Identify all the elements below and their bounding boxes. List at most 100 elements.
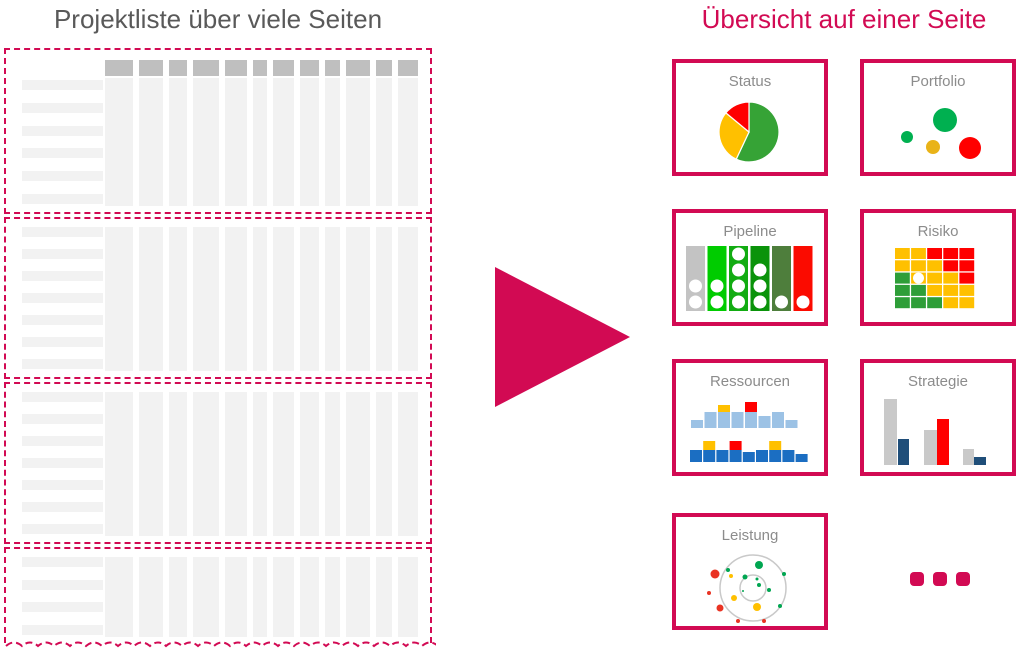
table-column-stripe [105,78,133,206]
tile-strategie-label: Strategie [907,373,969,390]
table-column-stripe [376,392,392,536]
table-column-stripe [300,227,319,371]
table-row-label [22,436,103,446]
table-column-stripe [253,557,267,637]
table-row-label [22,102,103,113]
table-column-stripe [253,78,267,206]
table-column-stripe [325,557,340,637]
resources-bar-chart [690,402,808,462]
table-header-cell [139,60,163,76]
table-page [4,547,436,648]
risk-matrix-chart [895,248,975,309]
table-columns [105,557,418,637]
table-row-label [22,480,103,490]
table-row-label [22,227,103,237]
table-row-label [22,624,103,635]
table-column-stripe [325,78,340,206]
table-row-label [22,524,103,534]
table-page [4,217,432,379]
table-column-stripe [376,557,392,637]
table-column-stripe [169,227,187,371]
tile-risiko-label: Risiko [917,223,959,240]
table-column-stripe [398,392,418,536]
status-pie-chart [718,101,780,163]
table-columns [105,392,418,536]
tile-ressourcen-label: Ressourcen [709,373,791,390]
table-column-stripe [139,227,163,371]
table-header-cell [225,60,247,76]
table-row-labels [22,80,103,204]
table-row-label [22,359,103,369]
table-column-stripe [105,392,133,536]
table-row-label [22,171,103,182]
tile-portfolio-label: Portfolio [910,73,966,90]
table-row-label [22,579,103,590]
table-column-stripe [273,392,294,536]
transform-arrow-icon [495,267,630,407]
table-columns [105,227,418,371]
table-column-stripe [325,392,340,536]
tile-strategie: Strategie [860,359,1016,476]
table-column-stripe [193,557,219,637]
table-column-stripe [273,227,294,371]
table-column-stripe [300,78,319,206]
table-row-label [22,315,103,325]
tile-pipeline: Pipeline [672,209,828,326]
dashboard-tiles: Status Portfolio Pipeline Risiko Ressour… [672,59,1016,630]
table-header-cell [346,60,370,76]
table-column-stripe [325,227,340,371]
tile-pipeline-label: Pipeline [723,223,777,240]
tile-risiko: Risiko [860,209,1016,326]
table-row-label [22,148,103,159]
table-column-stripe [193,392,219,536]
table-row-label [22,249,103,259]
table-column-stripe [169,392,187,536]
table-row-label [22,458,103,468]
table-column-stripe [225,557,247,637]
table-row-label [22,193,103,204]
table-column-stripe [346,227,370,371]
table-column-stripe [398,227,418,371]
table-header-cell [376,60,392,76]
table-header-cell [273,60,294,76]
table-row-label [22,502,103,512]
strategy-bar-chart [884,399,986,465]
table-header-cell [193,60,219,76]
table-page [4,382,432,544]
table-column-stripe [105,557,133,637]
table-row-label [22,293,103,303]
ellipsis-dot [910,572,924,586]
table-column-stripe [105,227,133,371]
table-header-cell [325,60,340,76]
table-header-cell [105,60,133,76]
table-row-label [22,414,103,424]
pipeline-funnel-chart [686,246,813,311]
ellipsis-dot [956,572,970,586]
table-header-cell [300,60,319,76]
table-row-label [22,557,103,567]
table-column-stripe [225,227,247,371]
tile-ressourcen: Ressourcen [672,359,828,476]
table-column-stripe [346,78,370,206]
table-column-stripe [273,78,294,206]
table-column-stripe [273,557,294,637]
table-row-label [22,602,103,613]
portfolio-bubble-chart [901,108,981,159]
project-list-table [4,48,436,650]
table-column-stripe [139,392,163,536]
tile-portfolio: Portfolio [860,59,1016,176]
table-columns [105,78,418,206]
table-row-label [22,125,103,136]
table-column-stripe [398,78,418,206]
table-header-cell [169,60,187,76]
table-column-stripe [346,392,370,536]
table-header-cell [398,60,418,76]
table-row-labels [22,392,103,534]
table-column-stripe [139,557,163,637]
table-column-stripe [169,557,187,637]
table-row-label [22,392,103,402]
table-header-cell [253,60,267,76]
tile-status: Status [672,59,828,176]
table-column-stripe [225,78,247,206]
table-page [4,48,432,214]
